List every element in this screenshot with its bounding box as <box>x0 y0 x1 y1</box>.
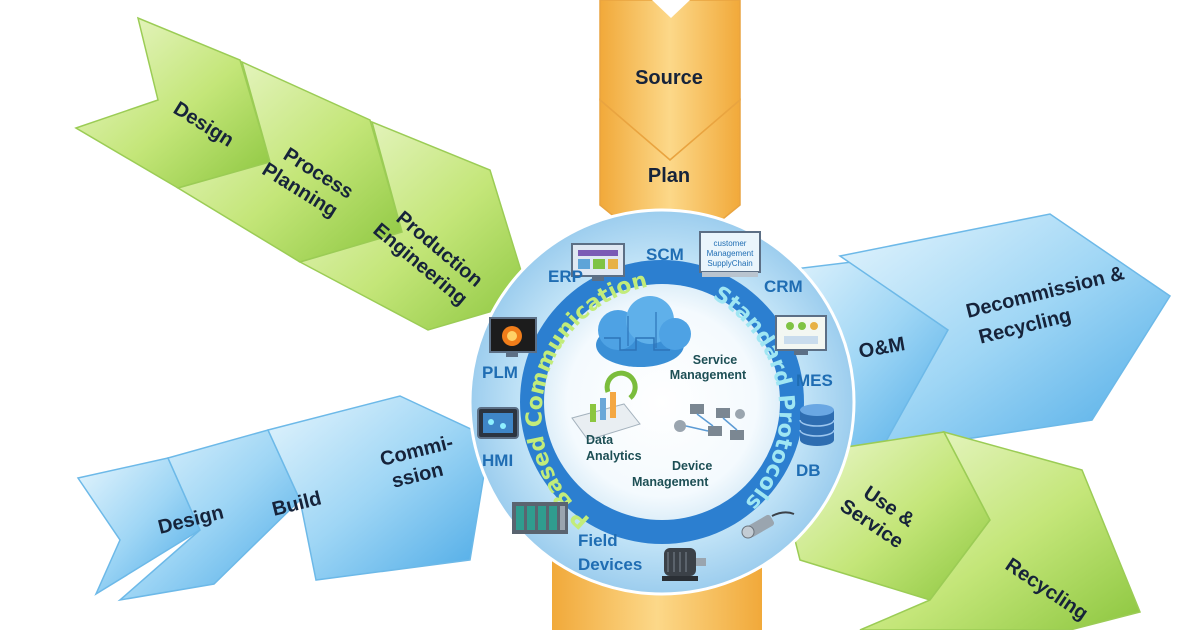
plan-label: Plan <box>648 165 690 187</box>
db-label: DB <box>796 461 821 480</box>
top-notch <box>652 0 690 18</box>
product-lifecycle-arrow: Design ProcessPlanning ProductionEnginee… <box>74 16 531 331</box>
svg-text:SupplyChain: SupplyChain <box>707 259 752 268</box>
erp-label: ERP <box>548 267 583 286</box>
crm-screen-icon <box>775 315 827 355</box>
hmi-panel-icon <box>477 407 519 439</box>
commission-chevron <box>266 395 491 581</box>
scm-screen-icon: customer Management SupplyChain <box>699 231 761 277</box>
svg-text:customer: customer <box>714 239 747 248</box>
analytics-icon <box>571 370 641 441</box>
erp-screen-icon <box>571 243 625 281</box>
decommission-chevron <box>838 213 1172 453</box>
recycling-chevron <box>859 430 1142 630</box>
production-engineering-chevron <box>298 120 531 331</box>
network-devices-icon <box>674 404 745 440</box>
hmi-label: HMI <box>482 451 513 470</box>
mes-label: MES <box>796 371 833 390</box>
sensor-icon <box>741 511 795 539</box>
build-design-chevron <box>76 457 201 596</box>
crm-label: CRM <box>764 277 803 296</box>
product-design-chevron <box>74 16 271 189</box>
svg-text:Management: Management <box>707 249 754 258</box>
scm-label: SCM <box>646 245 684 264</box>
database-icon <box>799 404 835 446</box>
plm-label: PLM <box>482 363 518 382</box>
plc-rack-icon <box>512 502 568 534</box>
service-arrow: Use &Service Recycling <box>789 430 1142 630</box>
plm-screen-icon <box>489 317 537 357</box>
source-label: Source <box>635 67 703 89</box>
cloud-puzzle-icon <box>596 296 691 367</box>
production-lifecycle-arrow: Design Build Commi-ssion <box>76 395 491 602</box>
motor-icon <box>662 548 706 581</box>
